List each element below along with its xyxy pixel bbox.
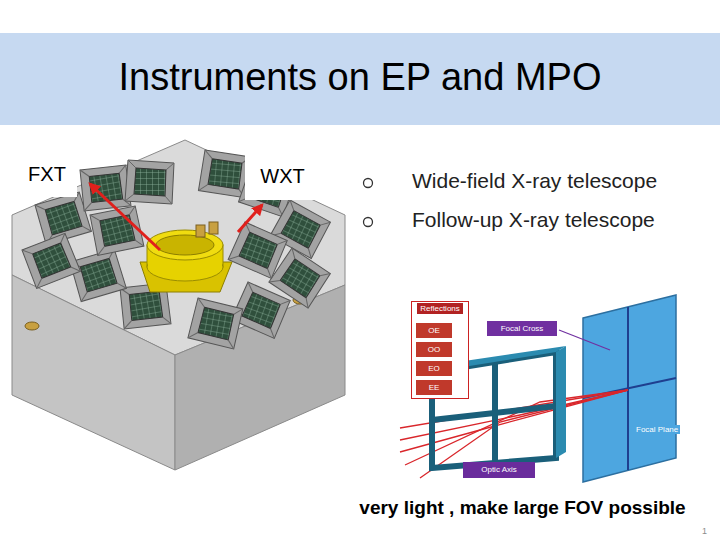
wxt-module (19, 231, 82, 292)
wxt-module (77, 162, 133, 214)
node-text: Optic Axis (481, 465, 517, 474)
leader-line (559, 330, 610, 350)
node-text: FXT (28, 163, 66, 186)
fxt-fitting (209, 222, 218, 234)
focal-plane (583, 295, 676, 482)
wxt-module (227, 221, 288, 279)
pointer-arrow (238, 205, 262, 232)
callout-box: WXT (245, 152, 320, 200)
ray (405, 390, 628, 465)
reflection-tag: OE (416, 323, 452, 338)
bullet (364, 218, 373, 227)
node-text: WXT (260, 165, 304, 188)
frame-depth (556, 346, 566, 458)
platform-left-face (12, 275, 175, 470)
slide-number: 1 (702, 526, 707, 536)
node-text: EE (429, 383, 440, 392)
fxt-aperture (156, 235, 214, 255)
frame-divider (492, 362, 498, 463)
wxt-module (125, 160, 174, 204)
caption: very light , make large FOV possible (335, 497, 710, 519)
node-text: OO (428, 345, 440, 354)
fxt-fitting (196, 225, 205, 237)
fxt-telescope (140, 222, 232, 292)
bullet-text: Follow-up X-ray telescope (412, 208, 655, 232)
wxt-module (187, 297, 243, 349)
node-text: Focal Cross (501, 324, 544, 333)
legend-column: ReflectionsOE OO EO EE (411, 301, 469, 399)
pointer-arrow (90, 184, 160, 250)
node-text: EO (428, 364, 440, 373)
bullet-text: Wide-field X-ray telescope (412, 169, 657, 193)
wxt-module (87, 203, 146, 258)
title-band (0, 33, 720, 125)
annotation-box: Focal Cross (487, 321, 557, 336)
reflection-tag: OO (416, 342, 452, 357)
connector-part (25, 322, 39, 330)
reflection-tag: EO (416, 361, 452, 376)
bullet (364, 179, 373, 188)
callout-box: FXT (17, 152, 77, 197)
plane-label: Focal Plane (634, 425, 680, 434)
node-text: Reflections (417, 303, 463, 314)
node-text: OE (428, 326, 440, 335)
reflection-tag: EE (416, 380, 452, 395)
slide-title: Instruments on EP and MPO (0, 56, 720, 100)
annotation-box: Optic Axis (463, 462, 535, 478)
